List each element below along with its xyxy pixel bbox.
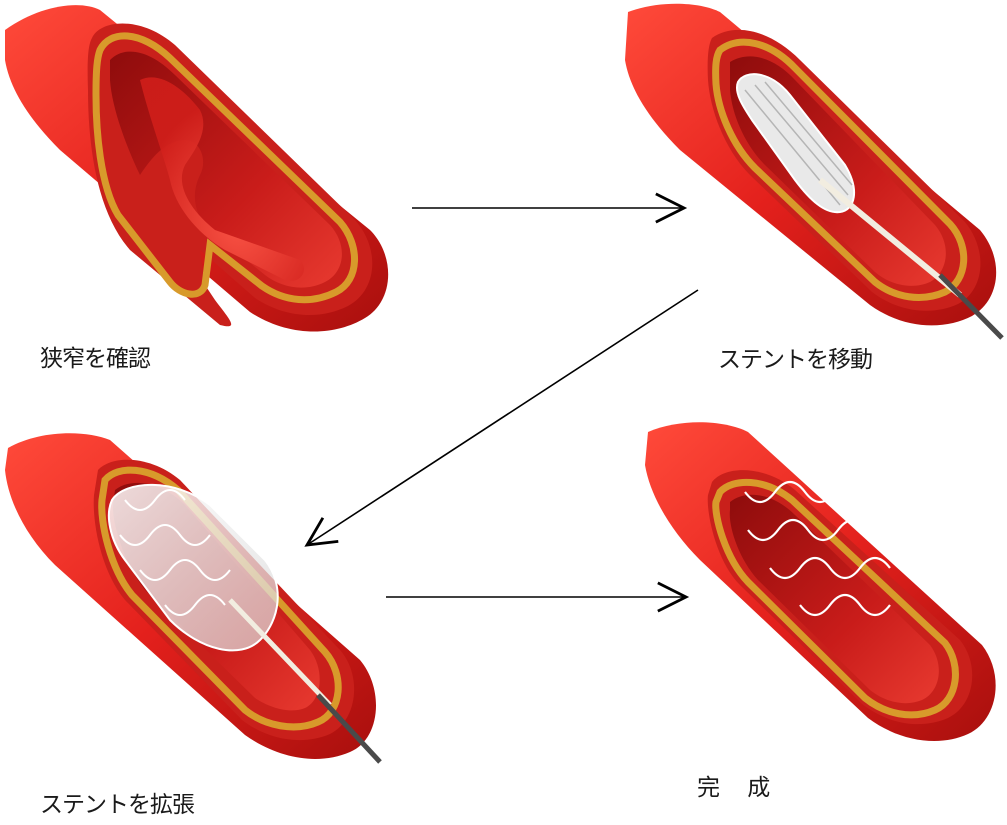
step-label-stenosis: 狭窄を確認 [40,339,150,373]
step-label-stent-move: ステントを移動 [718,340,872,374]
step-label-stent-expand: ステントを拡張 [40,785,194,819]
panel-complete [645,422,996,741]
arrow-step2-to-step3 [307,290,698,545]
step-label-complete: 完 成 [697,768,780,802]
panel-stent-move [625,4,1002,338]
panel-stent-expand [5,433,380,762]
panel-stenosis [5,5,388,331]
